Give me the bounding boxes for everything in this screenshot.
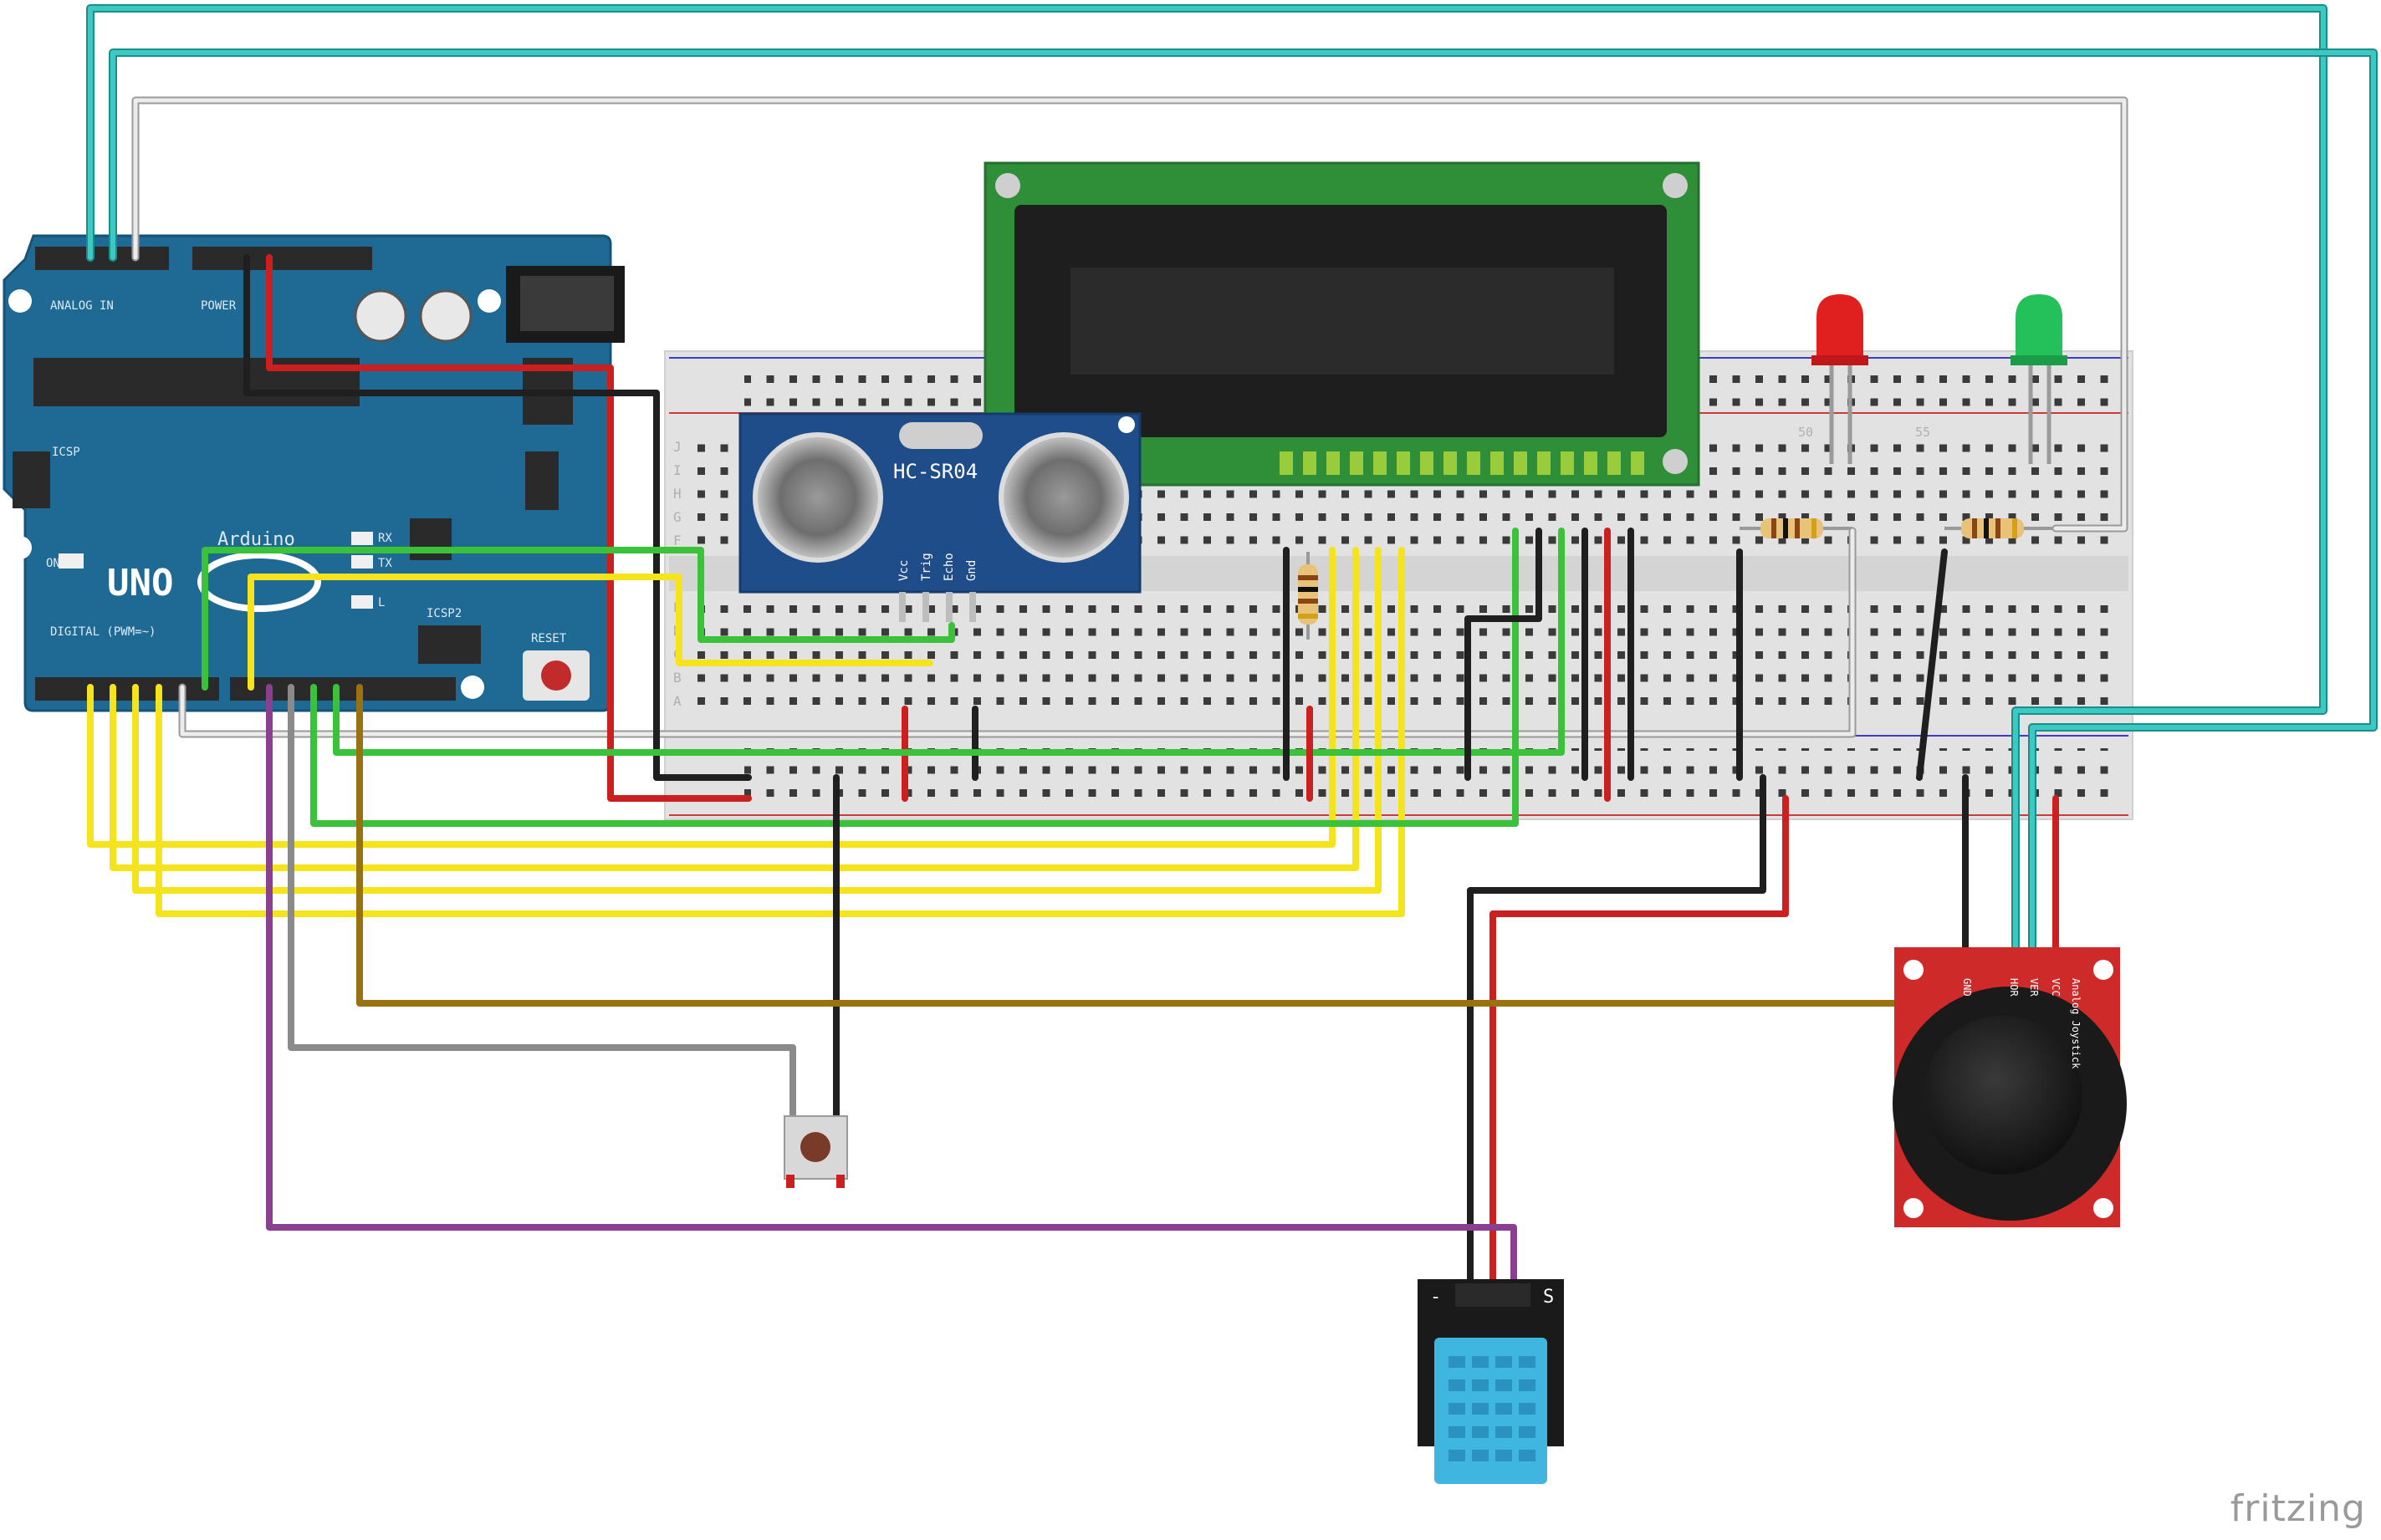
pin-label-gnd: Gnd <box>965 560 978 581</box>
digital-header-right <box>230 677 456 701</box>
wire-yellow-d9-echo[interactable] <box>248 574 933 691</box>
wire-black-dht-gnd[interactable] <box>1467 774 1766 1282</box>
hc-sr04-sensor: HC-SR04 Vcc Trig Echo Gnd <box>738 412 1142 622</box>
tx-label: TX <box>378 557 392 570</box>
wire-yellow-d2[interactable] <box>87 547 1336 848</box>
pin-label-trig: Trig <box>920 553 933 581</box>
col-label: 50 <box>1798 425 1813 440</box>
joystick-pin-ver: VER <box>2028 978 2040 997</box>
capacitor <box>419 289 473 343</box>
wire-black-led-green-gnd[interactable] <box>1916 548 1948 781</box>
rx-label: RX <box>378 532 392 545</box>
led-rx <box>351 532 373 545</box>
analog-joystick: GND HOR VER VCC Analog Joystick <box>1893 947 2127 1227</box>
joystick-title: Analog Joystick <box>2070 978 2082 1069</box>
joystick-knob[interactable] <box>1924 1016 2082 1175</box>
row-label: B <box>673 670 682 686</box>
wire-black-lcd-rw[interactable] <box>1464 528 1542 781</box>
wire-yellow-d3[interactable] <box>110 547 1359 871</box>
icsp2-pins <box>418 625 481 664</box>
infinity-logo <box>197 552 321 612</box>
joystick-pin-vcc: VCC <box>2050 978 2062 997</box>
wire-green-d8[interactable] <box>202 547 955 691</box>
pin-label-echo: Echo <box>943 553 956 581</box>
power-label: POWER <box>201 299 237 313</box>
wire-yellow-d4[interactable] <box>132 547 1382 894</box>
wire-grey-button[interactable] <box>288 684 796 1119</box>
digital-header-left <box>35 677 219 701</box>
col-label: 55 <box>1915 425 1930 440</box>
dht11-sensor: - S <box>1418 1279 1564 1484</box>
lcd-pins <box>1280 451 1644 475</box>
capacitor <box>354 289 407 343</box>
icsp2-label: ICSP2 <box>427 607 462 620</box>
digital-label: DIGITAL (PWM=~) <box>50 625 156 639</box>
push-button[interactable] <box>784 1115 848 1188</box>
joystick-pin-gnd: GND <box>1961 978 1973 997</box>
row-label: J <box>673 439 682 455</box>
row-label: G <box>673 509 682 525</box>
power-header <box>192 247 372 270</box>
ultrasonic-receiver <box>999 432 1129 563</box>
led-l <box>351 595 373 609</box>
ic-small <box>410 518 452 560</box>
wire-red-5v[interactable] <box>266 254 752 802</box>
row-label: A <box>673 693 682 709</box>
ultrasonic-transmitter <box>753 432 883 563</box>
pin-label-vcc: Vcc <box>897 560 911 581</box>
resistor-lcd <box>1298 552 1318 640</box>
l-label: L <box>378 596 385 609</box>
crystal <box>525 451 559 510</box>
led-on <box>59 553 84 569</box>
green-led <box>2011 294 2067 464</box>
on-label: ON <box>46 557 60 570</box>
row-label: H <box>673 486 682 502</box>
arduino-brand: Arduino <box>217 529 295 550</box>
wire-green-d11[interactable] <box>310 528 1519 827</box>
icsp-pins <box>13 451 50 508</box>
row-label: I <box>673 462 682 478</box>
arduino-uno: ANALOG IN POWER DIGITAL (PWM=~) ON ICSP … <box>3 234 625 712</box>
led-tx <box>351 555 373 569</box>
dht-sensor-body <box>1434 1338 1547 1484</box>
resistor-led-red <box>1740 518 1852 538</box>
analog-header <box>35 247 169 270</box>
reset-label: RESET <box>531 632 567 645</box>
resistor-led-green <box>1944 518 2053 538</box>
dht-minus-label: - <box>1430 1287 1441 1308</box>
sensor-model: HC-SR04 <box>893 460 978 483</box>
row-label: F <box>673 533 682 548</box>
wire-yellow-d5[interactable] <box>156 547 1405 917</box>
lcd-screen <box>1070 268 1614 375</box>
icsp-label: ICSP <box>52 446 80 459</box>
crystal-osc <box>899 422 983 449</box>
dht-signal-label: S <box>1543 1287 1554 1308</box>
fritzing-logo: fritzing <box>2230 1487 2366 1530</box>
joystick-pin-hor: HOR <box>2008 978 2020 997</box>
wires <box>86 4 2378 1282</box>
wire-black-gnd[interactable] <box>243 254 752 781</box>
wire-red-dht-vcc[interactable] <box>1489 795 1789 1282</box>
red-led <box>1811 294 1868 464</box>
wire-green-d12[interactable] <box>333 528 1565 756</box>
wire-purple-dht-signal[interactable] <box>266 684 1517 1282</box>
analog-in-label: ANALOG IN <box>50 299 114 313</box>
uno-logo: UNO <box>107 562 173 604</box>
